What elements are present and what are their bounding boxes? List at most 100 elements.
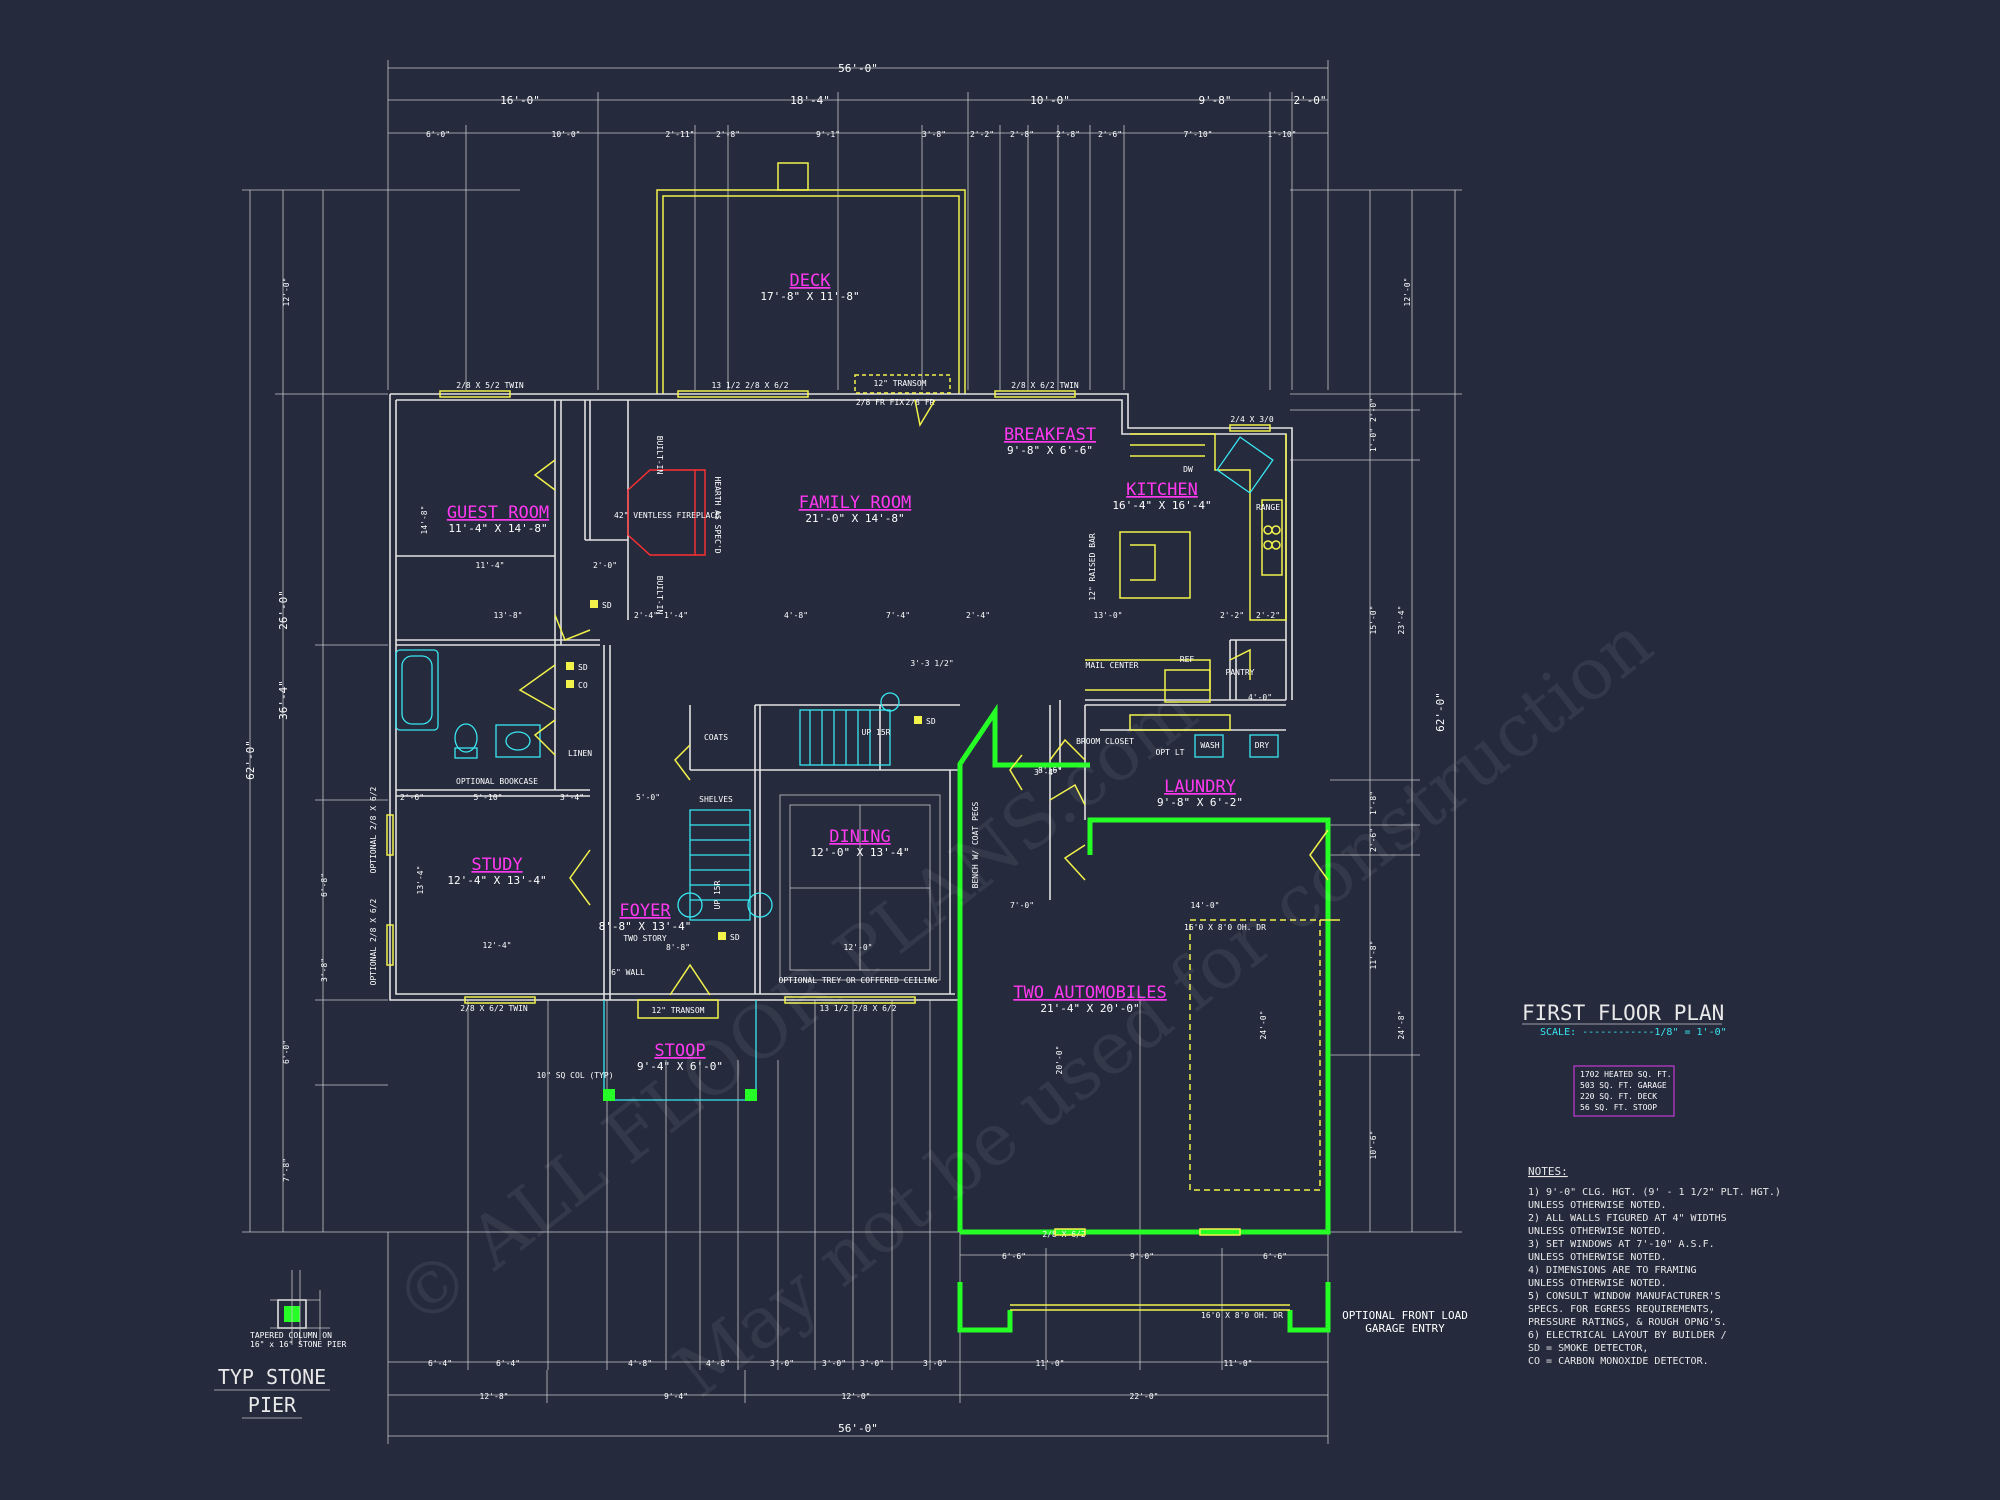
raised-bar-label: 12" RAISED BAR [1088,533,1097,601]
foyer-note: TWO STORY [623,934,667,943]
deck-label: DECK [790,271,832,291]
window-breakfast: 2/8 X 6/2 TWIN [1011,381,1079,390]
dim-top-3: 10'-0" [1030,94,1070,107]
kitchen-cabinets [1085,433,1287,758]
ceiling-label: OPTIONAL TREY OR COFFERED CEILING [779,976,938,985]
detectors [566,600,922,940]
breakfast-label: BREAKFAST [1004,425,1096,445]
pier-note-1: TAPERED COLUMN ON [250,1331,332,1340]
dim-i-1: 13'-8" [494,611,523,620]
deck [656,162,966,394]
sd-label-2: SD [578,663,588,672]
dim-b1-4: 4'-8" [706,1359,730,1368]
stoop-label: STOOP [654,1041,705,1061]
co-label: CO [578,681,588,690]
dim-i-7: 7'-4" [886,611,910,620]
pier-title-1: TYP STONE [218,1365,326,1389]
dim-i-2: 11'-4" [476,561,505,570]
garage-label: TWO AUTOMOBILES [1013,983,1167,1003]
mail-center-label: MAIL CENTER [1086,661,1139,670]
ref-label: REF [1180,655,1195,664]
wash-label: WASH [1200,741,1219,750]
dim-i-14: 5'-10" [474,793,503,802]
dim-i-17: 12'-4" [483,941,512,950]
dim-b2-4: 22'-0" [1130,1392,1159,1401]
foyer-label: FOYER [619,901,671,921]
window-front: 13 1/2 2/8 X 6/2 [819,1004,896,1013]
dim-i-16: 5'-0" [636,793,660,802]
dim-b1-1: 6'-4" [428,1359,452,1368]
fireplace [627,469,706,556]
range-label: RANGE [1256,503,1280,512]
dim-i-15: 3'-4" [560,793,584,802]
dim-t2-2: 10'-0" [552,130,581,139]
broom-label: BROOM CLOSET [1076,737,1134,746]
dw-label: DW [1183,465,1193,474]
area-2: 503 SQ. FT. GARAGE [1580,1081,1667,1090]
family-room-label: FAMILY ROOM [799,493,912,513]
dim-left-inner-1: 12'-0" [282,278,291,307]
breakfast-size: 9'-8" X 6'-6" [1007,444,1093,457]
side-dimensions [242,189,1462,1233]
dim-i-21: 3'-4" [1034,768,1058,777]
stair-up-label-2: UP 15R [713,880,722,909]
foyer-size: 8'-8" X 13'-4" [599,920,692,933]
garage-walls [957,703,1340,1333]
notes-title: NOTES: [1528,1165,1568,1178]
doors [518,399,1329,996]
window-top: 13 1/2 2/8 X 6/2 [711,381,788,390]
interior-dims: 13'-8" 11'-4" 2'-0" 2'-4" 1'-4" 4'-8" 7'… [400,561,1280,952]
note-2: UNLESS OTHERWISE NOTED. [1528,1200,1666,1211]
dim-t2-8: 2'-8" [1010,130,1034,139]
column-label: 10" SQ COL (TYP) [536,1071,613,1080]
dim-overall-left: 62'-0" [244,740,257,780]
opt-lt-label: OPT LT [1156,748,1185,757]
note-14: CO = CARBON MONOXIDE DETECTOR. [1528,1356,1709,1367]
dim-right-inner-2: 2'-0" [1369,398,1378,422]
dim-right-inner-7: 11'-8" [1369,941,1378,970]
guest-room-label: GUEST ROOM [447,503,549,523]
sd-label-4: SD [730,933,740,942]
dim-14-0: 14'-0" [1191,901,1220,910]
dim-t2-7: 2'-2" [970,130,994,139]
dim-i-13: 2'-6" [400,793,424,802]
kitchen-size: 16'-4" X 16'-4" [1112,499,1211,512]
dim-i-4: 2'-4" [634,611,658,620]
stair-up-label: UP 15R [862,728,891,737]
pier-title-2: PIER [248,1393,297,1417]
dim-left-inner-5: 6'-0" [282,1040,291,1064]
dim-b2-1: 12'-8" [480,1392,509,1401]
note-1: 1) 9'-0" CLG. HGT. (9' - 1 1/2" PLT. HGT… [1528,1187,1781,1198]
dim-t2-12: 1'-10" [1268,130,1297,139]
dim-g-2: 9'-0" [1130,1252,1154,1261]
dim-t2-9: 2'-8" [1056,130,1080,139]
study-size: 12'-4" X 13'-4" [447,874,546,887]
laundry-label: LAUNDRY [1164,777,1236,797]
garage-door-label-2: 16'0 X 8'0 OH. DR [1201,1311,1283,1320]
dim-right-inner-5: 1'-8" [1369,791,1378,815]
bookcase-label: OPTIONAL BOOKCASE [456,777,538,786]
notes-list: 1) 9'-0" CLG. HGT. (9' - 1 1/2" PLT. HGT… [1528,1187,1781,1367]
dim-right-inner-1: 12'-0" [1403,278,1412,307]
note-13: SD = SMOKE DETECTOR, [1528,1343,1648,1354]
dim-left-outer-1: 26'-0" [277,590,290,630]
sd-label-1: SD [602,601,612,610]
dim-t2-10: 2'-6" [1098,130,1122,139]
dim-right-inner-4: 15'-0" [1369,606,1378,635]
note-9: 5) CONSULT WINDOW MANUFACTURER'S [1528,1291,1721,1302]
dim-i-10: 2'-2" [1220,611,1244,620]
dim-i-23: 13'-4" [416,866,425,895]
fr-fix-label: 2/8 FR FIX [856,398,904,407]
exterior-walls [389,393,1293,1001]
plan-scale: SCALE: ------------1/8" = 1'-0" [1540,1027,1727,1038]
dim-left-inner-4: 3'-8" [320,958,329,982]
dim-t2-3: 2'-11" [666,130,695,139]
dim-i-5: 1'-4" [664,611,688,620]
dim-t2-6: 3'-8" [922,130,946,139]
hearth-label: HEARTH AS SPEC'D [713,476,722,553]
window-opt-2: OPTIONAL 2/8 X 6/2 [369,898,378,985]
dim-overall-right: 62'-0" [1434,692,1447,732]
dim-left-inner-6: 7'-8" [282,1158,291,1182]
builtin-label-2: BUILT-IN [655,576,664,615]
pier-note-2: 16" x 16" STONE PIER [250,1340,347,1349]
